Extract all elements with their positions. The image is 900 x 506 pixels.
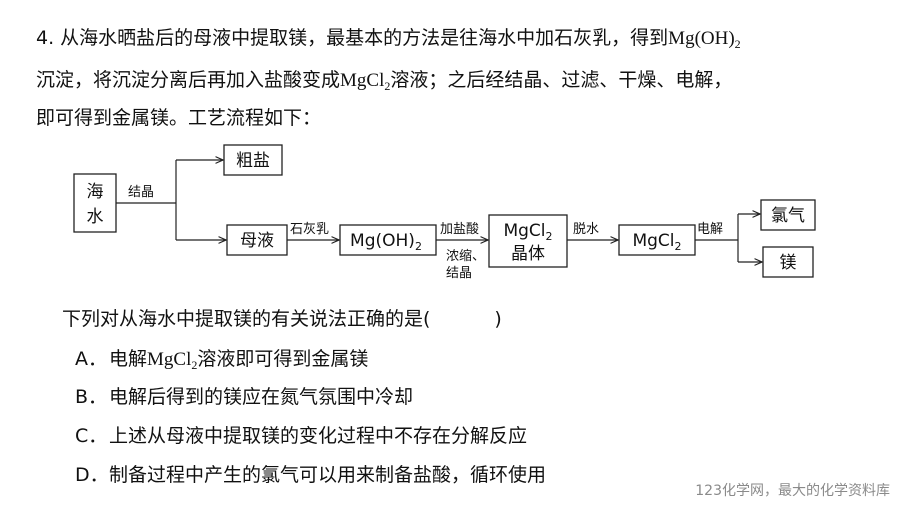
mgoh2-label: Mg(OH)2 [350, 231, 422, 253]
coarse-salt-box [223, 144, 283, 176]
option-d[interactable]: D．制备过程中产生的氯气可以用来制备盐酸，循环使用 [75, 461, 546, 489]
magnesium-box [762, 246, 814, 278]
electrolysis-label: 电解 [697, 222, 723, 237]
option-letter: D． [75, 464, 109, 486]
mother-liquor-box [226, 224, 288, 256]
option-b[interactable]: B．电解后得到的镁应在氮气氛围中冷却 [75, 383, 413, 411]
dehydrate-label: 脱水 [573, 222, 599, 237]
hcl-label: 加盐酸 [440, 222, 479, 237]
option-text: 溶液即可得到金属镁 [197, 348, 369, 370]
option-letter: A． [75, 348, 107, 370]
question-line-2: 沉淀，将沉淀分离后再加入盐酸变成MgCl2溶液；之后经结晶、过滤、干燥、电解， [36, 66, 732, 95]
formula-mgoh2: Mg(OH)2 [668, 28, 741, 51]
concentrate-label: 浓缩、 [446, 248, 485, 264]
question-text: 沉淀，将沉淀分离后再加入盐酸变成 [36, 69, 341, 91]
seawater-box [73, 173, 117, 233]
magnesium-label: 镁 [780, 253, 797, 273]
option-a[interactable]: A．电解MgCl2溶液即可得到金属镁 [75, 345, 368, 374]
crystallize-label: 结晶 [128, 185, 154, 200]
seawater-label: 水 [87, 207, 104, 227]
question-text: 溶液；之后经结晶、过滤、干燥、电解， [390, 69, 733, 91]
option-text: 制备过程中产生的氯气可以用来制备盐酸，循环使用 [109, 464, 547, 486]
watermark: 123化学网，最大的化学资料库 [695, 483, 890, 499]
seawater-label: 海 [87, 182, 104, 202]
question-text: 4. 从海水晒盐后的母液中提取镁，最基本的方法是往海水中加石灰乳，得到 [36, 27, 669, 49]
mgoh2-box [339, 224, 437, 256]
formula-mgcl2: MgCl2 [340, 70, 391, 93]
option-letter: B． [75, 386, 108, 408]
mgcl2-crystal-word: 晶体 [511, 244, 545, 264]
chlorine-label: 氯气 [771, 206, 805, 226]
option-text: 电解后得到的镁应在氮气氛围中冷却 [109, 386, 414, 408]
question-line-3: 即可得到金属镁。工艺流程如下： [36, 104, 321, 132]
process-flow-diagram: 海 水 结晶 粗盐 母液 石灰乳 Mg(OH)2 加盐酸 浓缩、 结晶 MgCl… [73, 144, 816, 281]
question-text: 即可得到金属镁。工艺流程如下： [36, 107, 322, 129]
option-c[interactable]: C．上述从母液中提取镁的变化过程中不存在分解反应 [75, 422, 527, 450]
question-line-1: 4. 从海水晒盐后的母液中提取镁，最基本的方法是往海水中加石灰乳，得到Mg(OH… [36, 24, 741, 53]
chlorine-box [760, 199, 816, 231]
mgcl2-crystal-formula: MgCl2 [503, 221, 552, 243]
mgcl2-label: MgCl2 [632, 231, 681, 253]
lime-milk-label: 石灰乳 [290, 222, 329, 237]
mgcl2-crystal-box [488, 214, 568, 268]
mother-liquor-label: 母液 [240, 231, 274, 251]
crystal-step-label: 结晶 [446, 266, 472, 281]
question-prompt: 下列对从海水中提取镁的有关说法正确的是() [62, 308, 502, 330]
option-text: 电解 [109, 348, 148, 370]
coarse-salt-label: 粗盐 [236, 151, 270, 171]
option-letter: C． [75, 425, 108, 447]
option-text: 上述从母液中提取镁的变化过程中不存在分解反应 [109, 425, 528, 447]
formula-mgcl2: MgCl2 [147, 349, 198, 372]
